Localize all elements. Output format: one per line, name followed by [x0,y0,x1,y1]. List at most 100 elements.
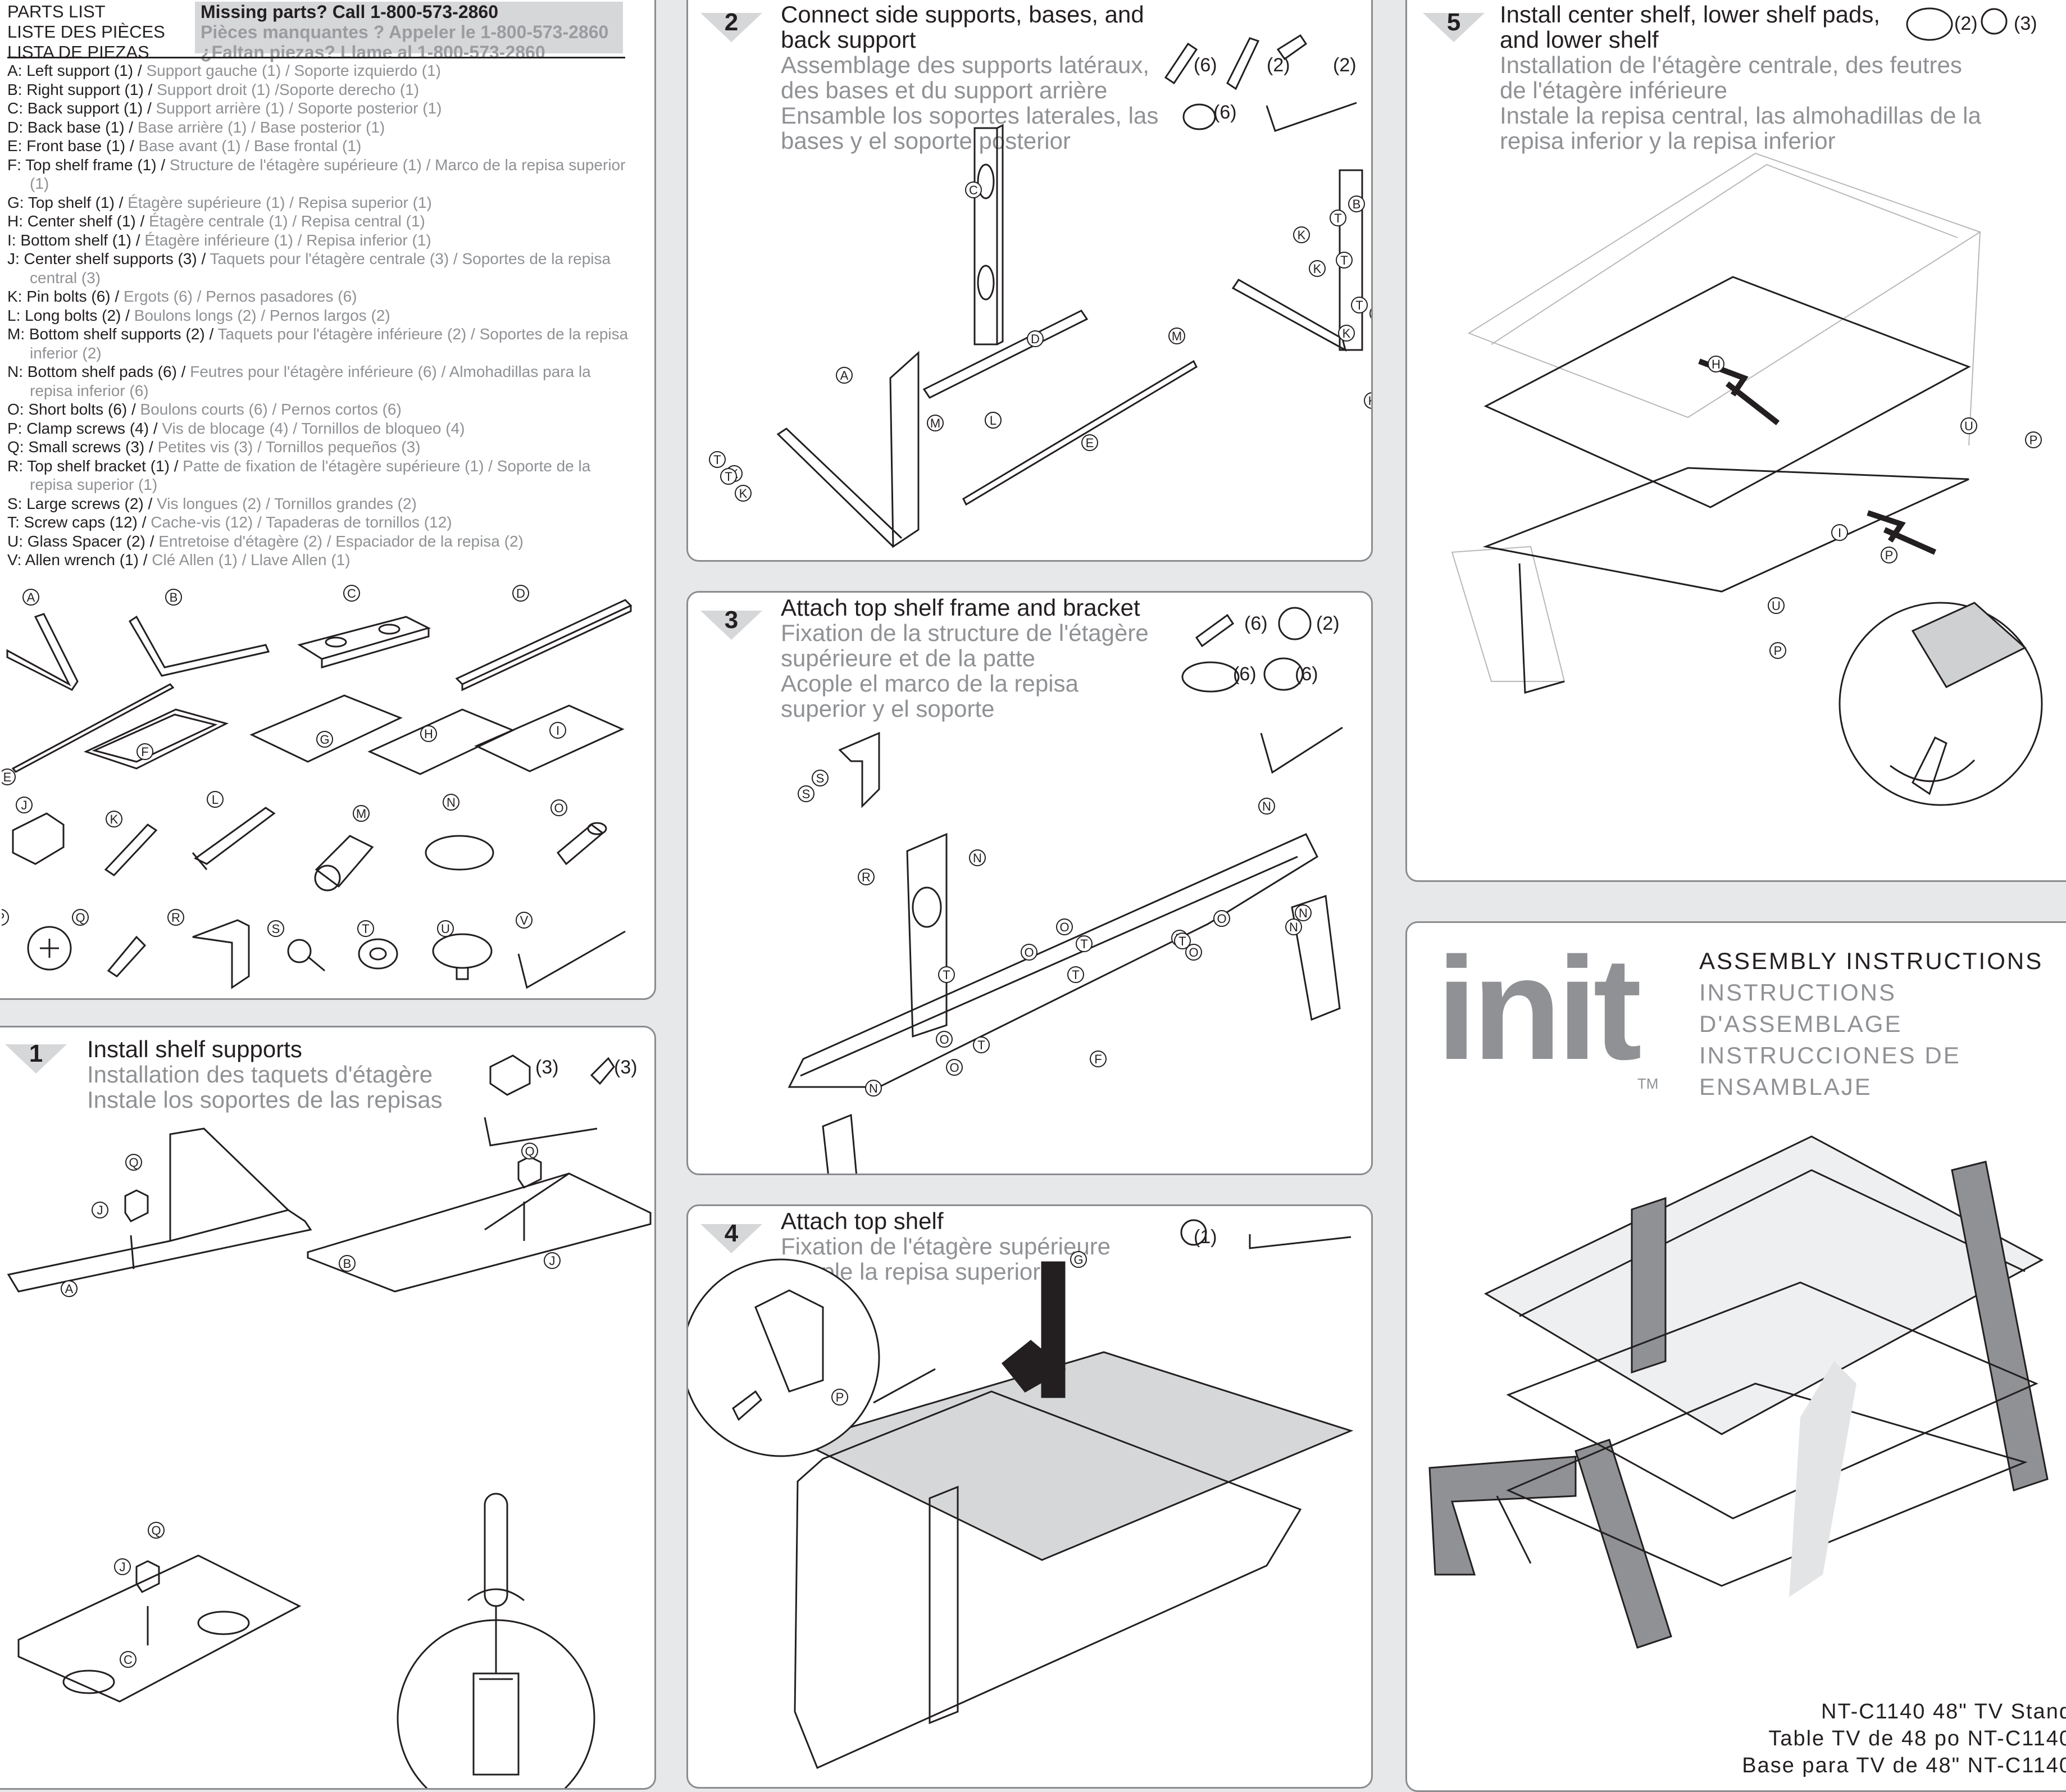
callout-label: S [802,787,811,801]
step-1-number: 1 [29,1040,43,1067]
parts-list-item: L: Long bolts (2) / Boulons longs (2) / … [7,306,631,325]
callout-circle [316,731,333,748]
parts-list-item: V: Allen wrench (1) / Clé Allen (1) / Ll… [7,551,631,570]
callout-circle [343,585,360,602]
step-1-qty-support: (3) [535,1057,559,1078]
divider [7,57,625,58]
part-name-en: O: Short bolts (6) / [7,401,136,418]
part-name-en: S: Large screws (2) / [7,494,153,512]
model-en: NT-C1140 48" TV Stand [1821,1700,2066,1723]
callout-circle [1213,910,1230,927]
callout-circle [16,797,33,813]
step-1-title: Install shelf supports Installation des … [87,1036,443,1112]
callout-circle [353,805,370,822]
part-name-translations: Patte de fixation de l'étagère supérieur… [30,457,591,494]
callout-circle [549,722,566,739]
callout-circle [709,451,726,468]
missing-parts-en: Missing parts? Call 1-800-573-2860 [201,2,499,22]
callout-label: R [862,870,871,884]
callout-circle [858,868,875,885]
model-info: NT-C1140 48" TV Stand Table TV de 48 po … [1742,1698,2066,1779]
callout-circle [720,468,737,485]
callout-label: D [1031,332,1040,346]
parts-list-item: H: Center shelf (1) / Étagère centrale (… [7,212,631,231]
callout-circle [1708,356,1724,372]
parts-list-item: K: Pin bolts (6) / Ergots (6) / Pernos p… [7,287,631,306]
callout-label: U [1772,599,1781,613]
callout-label: K [739,486,748,501]
step-4-panel: 4 Attach top shelf Fixation de l'étagère… [686,1204,1373,1789]
part-name-translations: Support gauche (1) / Soporte izquierdo (… [146,62,441,79]
callout-label: H [424,727,433,741]
callout-circle [1330,210,1346,226]
callout-label: V [520,913,529,927]
callout-circle [865,1080,882,1097]
part-name-translations: Support droit (1) /Soporte derecho (1) [157,80,420,98]
callout-label: N [869,1081,878,1095]
part-name-translations: Structure de l'étagère supérieure (1) / … [30,156,626,193]
callout-label: A [65,1282,74,1296]
step-4-badge: 4 [700,1218,762,1253]
callout-circle [136,743,153,760]
step-1-panel: 1 Install shelf supports Installation de… [0,1026,656,1790]
part-name-en: A: Left support (1) / [7,62,142,79]
callout-circle [267,920,284,937]
callout-circle [1285,918,1302,935]
callout-label: G [1073,1253,1083,1267]
step-3-qty-large: (2) [1316,613,1340,634]
cover-panel: initTM ASSEMBLY INSTRUCTIONS INSTRUCTION… [1405,921,2066,1792]
parts-list-item: C: Back support (1) / Support arrière (1… [7,99,631,118]
callout-circle [114,1558,131,1575]
callout-label: K [1298,228,1306,242]
callout-label: U [441,922,450,936]
cover-title-fr: INSTRUCTIONS D'ASSEMBLAGE [1699,979,1903,1037]
callout-label: T [713,453,721,467]
callout-circle [1056,918,1073,935]
part-name-en: V: Allen wrench (1) / [7,551,148,568]
parts-list-item: I: Bottom shelf (1) / Étagère inférieure… [7,231,631,250]
model-es: Base para TV de 48" NT-C1140 [1742,1754,2066,1777]
step-2-title-fr: Assemblage des supports latéraux, des ba… [781,52,1150,103]
parts-list-item: F: Top shelf frame (1) / Structure de l'… [7,156,631,193]
part-name-translations: Base arrière (1) / Base posterior (1) [137,118,385,136]
callout-label: H [1712,357,1721,371]
callout-label: N [1299,906,1308,920]
parts-list-item: J: Center shelf supports (3) / Taquets p… [7,249,631,287]
part-name-en: R: Top shelf bracket (1) / [7,457,179,475]
callout-label: P [836,1390,844,1404]
callout-label: Q [75,911,85,925]
callout-label: K [1313,262,1322,276]
callout-label: K [1343,326,1351,340]
callout-label: O [939,1033,949,1047]
step-1-title-en: Install shelf supports [87,1036,302,1062]
part-name-translations: Étagère inférieure (1) / Repisa inferior… [144,231,431,249]
callout-circle [973,1036,990,1053]
callout-label: M [1172,329,1182,343]
callout-circle [61,1280,78,1297]
callout-circle [1070,1251,1087,1268]
callout-circle [936,1031,953,1048]
parts-list-item: M: Bottom shelf supports (2) / Taquets p… [7,325,631,362]
callout-label: N [1262,799,1271,813]
part-name-en: G: Top shelf (1) / [7,193,124,211]
parts-list-item: B: Right support (1) / Support droit (1)… [7,80,631,99]
callout-circle [798,785,814,802]
callout-circle [1769,642,1786,659]
callout-label: F [141,745,148,759]
callout-label: T [1355,298,1363,312]
part-name-en: I: Bottom shelf (1) / [7,231,140,249]
step-1-qty-screw: (3) [614,1057,638,1078]
callout-label: J [21,798,28,812]
callout-circle [92,1202,108,1218]
part-name-en: C: Back support (1) / [7,99,152,117]
callout-label: B [1353,197,1361,211]
step-3-number: 3 [724,606,739,634]
callout-label: Q [525,1144,534,1158]
step-2-illustration: CBTKTKTKTDMAEMLLTKTKTK [709,34,1371,548]
callout-label: T [362,922,369,936]
parts-list-item: Q: Small screws (3) / Petites vis (3) / … [7,438,631,457]
callout-circle [2,768,16,785]
step-5-title-es: Instale la repisa central, las almohadil… [1500,102,1981,154]
